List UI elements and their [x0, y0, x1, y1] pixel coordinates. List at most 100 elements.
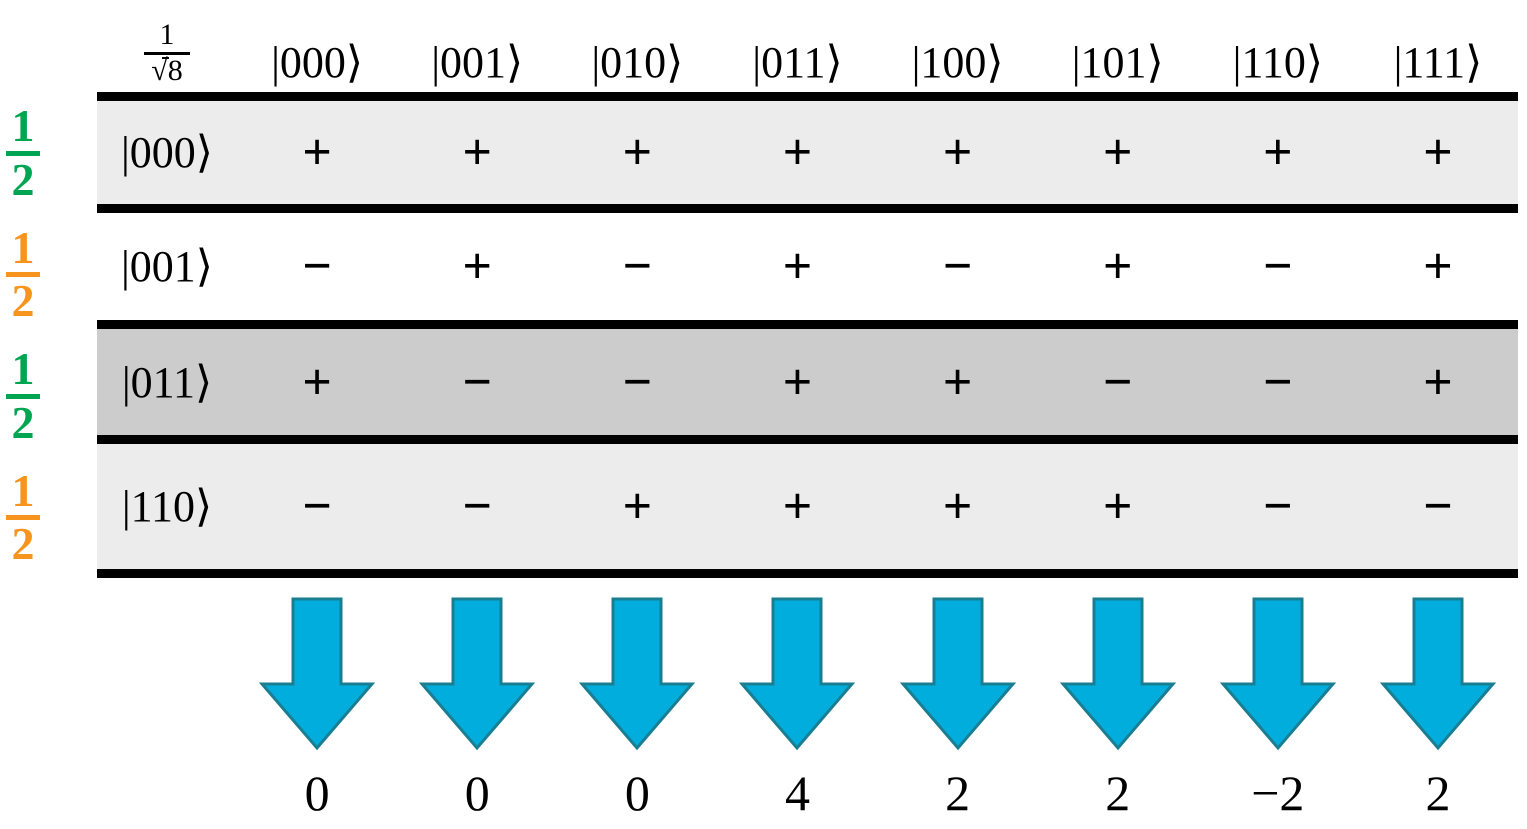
sign-cell-1-0: − — [302, 238, 332, 295]
arrow-cell-5 — [1038, 596, 1198, 751]
fraction-bar-3 — [6, 515, 40, 521]
table-rule-2 — [97, 320, 1518, 329]
sign-cell-0-5: + — [1102, 124, 1133, 181]
sign-cell-0-6: + — [1262, 124, 1293, 181]
normalization-numerator: 1 — [159, 18, 175, 51]
fraction-bar-1 — [6, 272, 40, 278]
arrow-cell-3 — [717, 596, 877, 751]
table-row: |011⟩ + − − + + − − + — [97, 329, 1518, 435]
amplitude-numerator-2: 1 — [11, 343, 35, 395]
arrow-cell-7 — [1358, 596, 1518, 751]
column-header-7: |111⟩ — [1393, 38, 1483, 87]
table-row: |110⟩ − − + + + + − − — [97, 444, 1518, 569]
fraction-bar-2 — [6, 393, 40, 399]
row-label-3: |110⟩ — [121, 482, 213, 531]
column-sum-5: 2 — [1105, 765, 1131, 821]
normalization-radicand: 8 — [167, 54, 183, 87]
column-sum-2: 0 — [624, 765, 650, 821]
amplitude-cell-0: 1 2 — [0, 92, 97, 214]
amplitude-fraction-2: 1 2 — [6, 343, 40, 448]
normalization-denominator: √8 — [147, 56, 186, 86]
arrow-cell-6 — [1198, 596, 1358, 751]
amplitude-numerator-3: 1 — [11, 464, 35, 516]
amplitude-fraction-0: 1 2 — [6, 100, 40, 205]
amplitude-denominator-2: 2 — [11, 396, 35, 448]
column-sum-7: 2 — [1425, 765, 1451, 821]
column-header-5: |101⟩ — [1071, 38, 1164, 87]
table-rule-top — [97, 92, 1518, 101]
amplitude-denominator-1: 2 — [11, 275, 35, 327]
arrow-cell-1 — [397, 596, 557, 751]
column-sum-4: 2 — [945, 765, 971, 821]
column-sum-0: 0 — [304, 765, 330, 821]
down-arrow-icon — [419, 597, 536, 751]
column-sum-row: 0 0 0 4 2 2 −2 2 — [97, 757, 1518, 829]
normalization-cell: 1 √8 — [97, 20, 237, 92]
column-header-2: |010⟩ — [591, 38, 684, 87]
sign-cell-1-2: − — [622, 238, 653, 295]
down-arrow-icon — [1379, 597, 1496, 751]
sign-table: |000⟩ + + + + + + + + |001⟩ − + − + − + … — [97, 92, 1518, 578]
down-arrow-icon — [1219, 597, 1336, 751]
arrow-row — [97, 596, 1518, 761]
sign-cell-3-5: + — [1102, 478, 1133, 535]
amplitude-fraction-3: 1 2 — [6, 464, 40, 570]
fraction-bar-0 — [6, 150, 40, 156]
amplitude-cell-2: 1 2 — [0, 335, 97, 457]
sign-cell-2-7: + — [1423, 353, 1453, 411]
column-sum-6: −2 — [1251, 765, 1305, 821]
column-sum-1: 0 — [464, 765, 490, 821]
row-label-1: |001⟩ — [121, 242, 213, 291]
arrow-cell-2 — [557, 596, 717, 751]
row-label-0: |000⟩ — [121, 128, 213, 177]
sign-cell-2-4: + — [942, 353, 973, 411]
amplitude-denominator-3: 2 — [11, 518, 35, 570]
normalization-bar — [144, 52, 190, 55]
amplitude-numerator-0: 1 — [11, 100, 35, 152]
sign-cell-0-7: + — [1423, 124, 1453, 181]
table-row: |001⟩ − + − + − + − + — [97, 213, 1518, 320]
sign-cell-3-4: + — [942, 478, 973, 535]
down-arrow-icon — [259, 597, 376, 751]
amplitude-denominator-0: 2 — [11, 153, 35, 205]
column-sum-3: 4 — [784, 765, 810, 821]
arrow-cell-4 — [878, 596, 1038, 751]
sign-cell-0-0: + — [302, 124, 332, 181]
table-rule-3 — [97, 435, 1518, 444]
sign-cell-3-0: − — [302, 478, 332, 535]
row-label-2: |011⟩ — [121, 357, 213, 407]
amplitude-cell-3: 1 2 — [0, 457, 97, 579]
down-arrow-icon — [739, 597, 856, 751]
sign-cell-0-3: + — [782, 124, 813, 181]
sign-cell-2-6: − — [1262, 353, 1293, 411]
sign-cell-1-1: + — [462, 238, 492, 295]
sign-cell-2-0: + — [302, 353, 332, 411]
column-header-6: |110⟩ — [1232, 38, 1323, 87]
amplitude-fraction-1: 1 2 — [6, 221, 40, 327]
sqrt-icon: √ — [151, 54, 169, 87]
column-header-0: |000⟩ — [271, 38, 364, 87]
sign-cell-2-5: − — [1102, 353, 1133, 411]
sign-cell-0-1: + — [462, 124, 492, 181]
sign-cell-3-7: − — [1423, 478, 1453, 535]
normalization-fraction: 1 √8 — [144, 20, 190, 86]
table-rule-bottom — [97, 569, 1518, 578]
amplitude-numerator-1: 1 — [11, 221, 35, 273]
sign-cell-1-6: − — [1262, 238, 1293, 295]
sign-cell-2-1: − — [462, 353, 492, 411]
sign-cell-1-7: + — [1423, 238, 1453, 295]
table-rule-1 — [97, 204, 1518, 213]
table-header-row: 1 √8 |000⟩ |001⟩ |010⟩ |011⟩ |100⟩ |101⟩… — [97, 0, 1518, 92]
sign-cell-2-2: − — [622, 353, 653, 411]
sign-cell-2-3: + — [782, 353, 813, 411]
arrow-cell-0 — [237, 596, 397, 751]
table-row: |000⟩ + + + + + + + + — [97, 101, 1518, 204]
sign-cell-3-3: + — [782, 478, 813, 535]
sign-cell-1-4: − — [942, 238, 973, 295]
column-header-3: |011⟩ — [752, 38, 843, 87]
column-header-4: |100⟩ — [911, 38, 1004, 87]
sign-cell-0-2: + — [622, 124, 653, 181]
amplitude-cell-1: 1 2 — [0, 214, 97, 336]
sign-cell-1-3: + — [782, 238, 813, 295]
